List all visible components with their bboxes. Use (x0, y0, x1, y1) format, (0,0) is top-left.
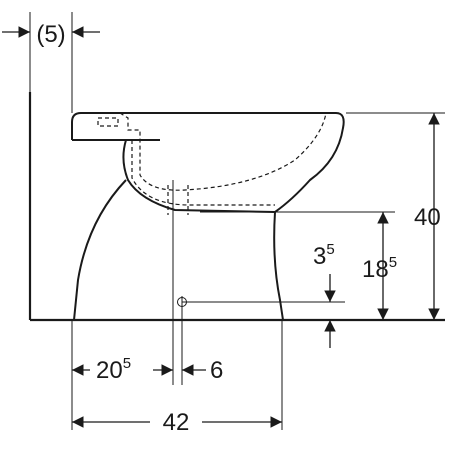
bowl-rim (71, 112, 345, 213)
dimension-arrows (2, 26, 440, 428)
pedestal-front (73, 179, 127, 321)
trap-neck (122, 139, 276, 213)
label-wall-to-outlet: 205 (96, 355, 131, 384)
pedestal-rear (273, 211, 284, 321)
wall-floor (28, 92, 445, 322)
label-outlet-width: 6 (210, 357, 223, 384)
inner-trap (131, 140, 275, 206)
label-total-height: 40 (414, 204, 441, 231)
axis-marker (177, 297, 187, 307)
label-base-length: 42 (163, 409, 190, 436)
label-gap-wall: (5) (36, 21, 65, 48)
hidden-lines (97, 112, 327, 215)
label-outlet-height: 185 (362, 254, 397, 283)
outlet-pipe (167, 185, 189, 215)
inner-bowl (119, 112, 327, 191)
flush-channel (97, 117, 119, 127)
dimension-labels: (5) 40 185 35 205 6 42 (36, 21, 440, 436)
toilet-outline (71, 112, 345, 321)
label-floor-offset: 35 (313, 241, 335, 270)
